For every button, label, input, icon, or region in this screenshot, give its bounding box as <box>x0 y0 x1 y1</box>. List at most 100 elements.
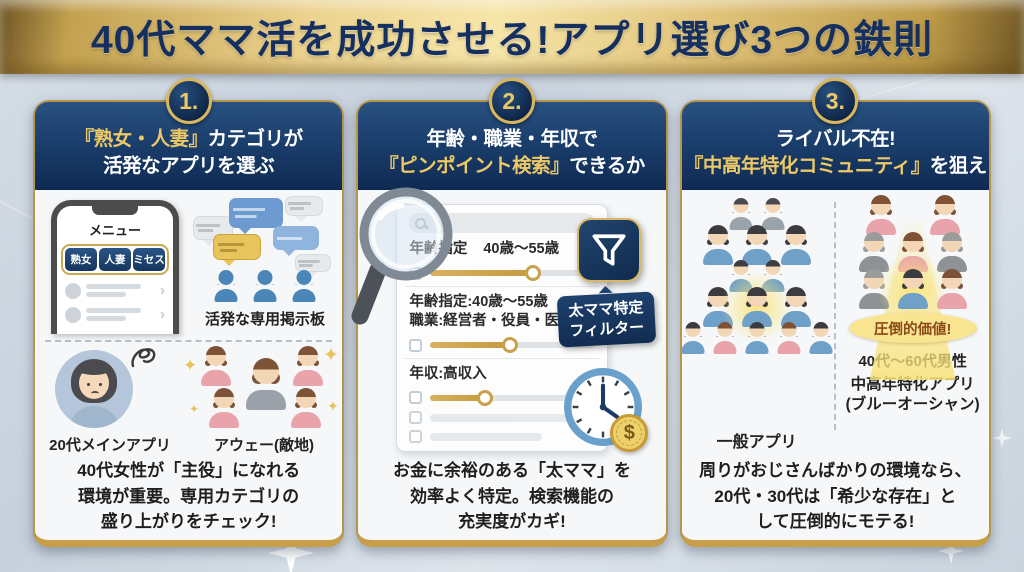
card2-bottom-text: お金に余裕のある「太ママ」を 効率よく特定。検索機能の 充実度がカギ! <box>392 461 631 531</box>
text-placeholder <box>430 432 542 441</box>
value-badge: 圧倒的価値! <box>848 313 977 343</box>
person-icon <box>701 225 735 265</box>
funnel-icon <box>592 234 626 266</box>
right-caption: アウェー(敵地) <box>214 437 314 454</box>
person-icon <box>213 270 240 302</box>
text-placeholder <box>430 413 596 422</box>
person-icon <box>779 287 813 327</box>
left-caption: 20代メインアプリ <box>49 437 171 454</box>
sad-woman-illustration <box>55 348 165 432</box>
bulletin-board-illustration: 活発な専用掲示板 <box>193 196 337 336</box>
speech-bubble-icon <box>273 226 319 256</box>
card2-body: 年齢指定 40歳〜55歳 年齢指定:40歳〜55歳 職業:経営者・役員・医師等 … <box>351 187 665 540</box>
general-app-caption: 一般アプリ <box>716 434 797 451</box>
card3-header-line1: ライバル不在! <box>775 127 896 150</box>
person-icon <box>743 322 770 354</box>
person-icon <box>243 358 289 410</box>
sparkle-icon: ✦ <box>327 398 339 414</box>
person-icon <box>807 322 834 354</box>
highlighted-person-icon <box>720 271 793 343</box>
rules-cards: 1. 『熟女・人妻』カテゴリが 活発なアプリを選ぶ メニュー 熟女 人妻 ミセス… <box>33 78 991 547</box>
list-item[interactable]: › <box>65 306 165 323</box>
highlighted-person-icon <box>876 253 949 325</box>
chevron-right-icon: › <box>160 306 165 323</box>
avatar <box>65 306 81 323</box>
person-icon <box>679 322 706 354</box>
checkbox[interactable] <box>409 430 423 444</box>
senior-app-caption: 中高年特化アプリ (ブルーオーシャン) <box>845 376 980 414</box>
card-rule-1: 1. 『熟女・人妻』カテゴリが 活発なアプリを選ぶ メニュー 熟女 人妻 ミセス… <box>33 78 345 547</box>
frustration-scribble-icon <box>131 348 156 368</box>
tab-jukujo[interactable]: 熟女 <box>65 248 97 271</box>
card-rule-3: 3. ライバル不在! 『中高年特化コミュニティ』を狙え <box>679 78 991 547</box>
person-icon <box>199 346 233 386</box>
card3-bottom-text: 周りがおじさんばかりの環境なら、 20代・30代は「希少な存在」と して圧倒的に… <box>699 461 972 531</box>
card1-header-line2: 活発なアプリを選ぶ <box>103 155 275 178</box>
tab-mrs[interactable]: ミセス <box>133 248 165 271</box>
title-banner: 40代ママ活を成功させる!アプリ選び3つの鉄則 <box>0 0 1024 74</box>
avatar <box>65 282 81 299</box>
away-group-illustration: ✦ ✦ ✦ ✦ <box>183 345 339 432</box>
checkbox[interactable] <box>409 411 423 425</box>
filter-funnel-button[interactable] <box>577 218 642 282</box>
person-icon <box>711 322 738 354</box>
occupation-slider[interactable] <box>430 337 596 354</box>
chevron-right-icon: › <box>160 282 165 299</box>
person-icon <box>928 195 962 235</box>
card1-body: メニュー 熟女 人妻 ミセス › › <box>35 190 342 540</box>
speech-bubble-icon <box>229 198 283 234</box>
divider <box>405 357 600 359</box>
general-app-crowd-illustration <box>686 198 828 354</box>
tab-hitozuma[interactable]: 人妻 <box>99 248 131 271</box>
filter-row1-value: 40歳〜55歳 <box>483 241 560 257</box>
person-icon <box>775 322 802 354</box>
phone-notch <box>92 206 138 215</box>
person-icon <box>207 388 241 428</box>
person-icon <box>935 269 969 309</box>
filter-callout: 太ママ特定 フィルター <box>557 291 657 348</box>
checkbox[interactable] <box>409 338 423 352</box>
page-title: 40代ママ活を成功させる!アプリ選び3つの鉄則 <box>90 19 934 62</box>
income-slider[interactable] <box>430 389 596 406</box>
magnifier-icon <box>351 187 453 325</box>
chatting-people-icons <box>193 270 337 302</box>
divider <box>405 285 600 287</box>
person-icon <box>291 346 325 386</box>
divider <box>45 340 333 342</box>
divider <box>833 202 836 430</box>
dollar-coin-icon: $ <box>610 414 649 452</box>
category-tabs: 熟女 人妻 ミセス <box>61 244 169 275</box>
phone-mockup: メニュー 熟女 人妻 ミセス › › <box>51 200 179 334</box>
person-icon <box>864 195 898 235</box>
sparkle-icon: ✦ <box>183 356 198 375</box>
sparkle-icon: ✦ <box>323 345 339 366</box>
checkbox[interactable] <box>409 391 423 405</box>
person-icon <box>740 225 774 265</box>
speech-bubble-icon <box>213 234 261 266</box>
age-range-slider[interactable] <box>430 265 596 282</box>
filter-row3-label: 年収:高収入 <box>409 365 487 382</box>
sparkle-icon: ✦ <box>189 402 200 416</box>
person-icon <box>779 225 813 265</box>
card1-bottom-text: 40代女性が「主役」になれる 環境が重要。専用カテゴリの 盛り上がりをチェック! <box>77 461 301 531</box>
filter-row2-line2: 職業:経営者・役員・医師等 <box>409 313 589 330</box>
card2-header-line1: 年齢・職業・年収で <box>426 127 598 150</box>
speech-bubble-icon <box>285 196 323 222</box>
card1-header-line1: 『熟女・人妻』カテゴリが <box>74 127 304 150</box>
rule-2-number-badge: 2. <box>488 78 535 124</box>
person-icon <box>252 270 279 302</box>
person-icon <box>289 388 323 428</box>
rule-3-number-badge: 3. <box>812 78 859 124</box>
card3-body: 一般アプリ 圧倒的価値! 40代〜 <box>682 190 989 540</box>
list-item[interactable]: › <box>65 282 165 299</box>
person-icon <box>291 270 318 302</box>
senior-community-illustration: 圧倒的価値! 40代〜60代男性 中高年特化アプリ (ブルーオーシャン) <box>842 198 984 415</box>
sparkle-decoration <box>992 428 1012 448</box>
text-placeholder <box>86 284 155 297</box>
card3-header-line2: 『中高年特化コミュニティ』を狙え <box>683 155 987 178</box>
phone-menu-title: メニュー <box>88 223 141 238</box>
card-rule-2: 2. 年齢・職業・年収で 『ピンポイント検索』できるか 年齢指定 40歳〜55歳 <box>351 78 668 547</box>
card2-header-line2: 『ピンポイント検索』できるか <box>379 155 645 178</box>
board-caption: 活発な専用掲示板 <box>204 311 325 328</box>
rule-1-number-badge: 1. <box>165 78 212 124</box>
